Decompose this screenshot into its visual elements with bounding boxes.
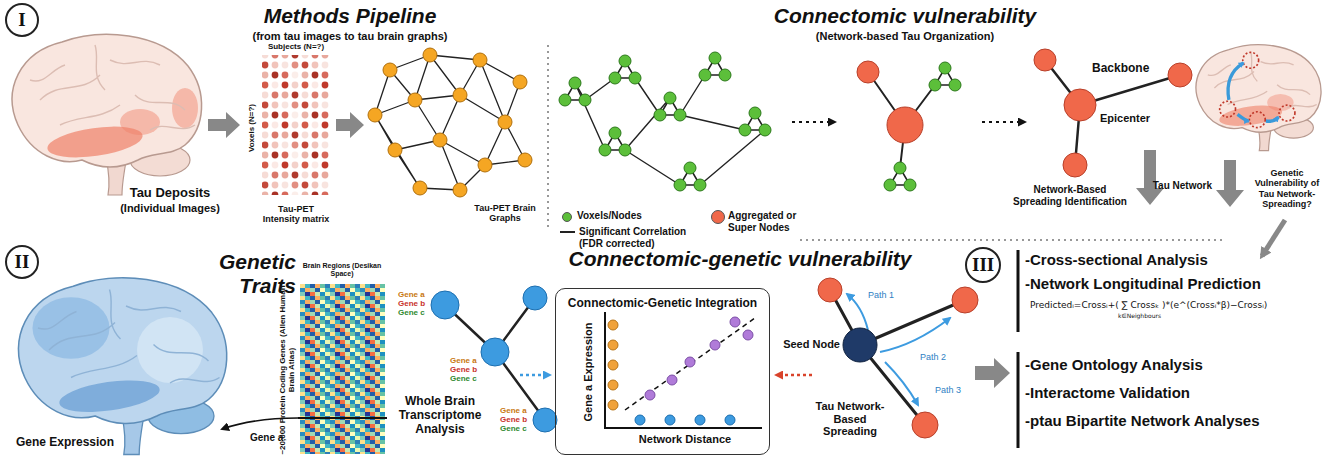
legend-swatch bbox=[562, 212, 572, 222]
text-label: Gene a bbox=[450, 356, 477, 365]
text-label: Gene a bbox=[398, 290, 425, 299]
text-label: Tau Network bbox=[1153, 180, 1212, 192]
text-label: Tau Network-Based Spreading bbox=[806, 400, 894, 438]
text-label: Gene c bbox=[398, 308, 425, 317]
text-label: Brain Regions (Desikan Space) bbox=[295, 262, 390, 278]
badge-numeral: III bbox=[972, 254, 994, 276]
text-label: Tau-PET Brain Graphs bbox=[474, 203, 536, 224]
badge-numeral: II bbox=[15, 251, 30, 273]
section-badge: II bbox=[5, 245, 39, 279]
text-label: -ptau Bipartite Network Analyses bbox=[1025, 412, 1260, 429]
text-label: Gene b bbox=[450, 365, 477, 374]
badge-numeral: I bbox=[18, 9, 25, 31]
text-label: (from tau images to tau brain graphs) bbox=[253, 30, 448, 43]
text-label: Genetic Vulnerability of Tau Network-Spr… bbox=[1248, 168, 1326, 209]
legend-text: Voxels/Nodes bbox=[577, 210, 642, 222]
text-label: Path 1 bbox=[868, 290, 894, 300]
legend-text: Significant Correlation (FDR corrected) bbox=[579, 226, 709, 249]
text-label: -Interactome Validation bbox=[1025, 384, 1190, 401]
text-label: Gene b bbox=[398, 299, 425, 308]
axis-label: Voxels (N=?) bbox=[247, 104, 256, 152]
text-label: Methods Pipeline bbox=[264, 4, 437, 28]
text-label: Gene b bbox=[500, 415, 527, 424]
text-label: -Cross-sectional Analysis bbox=[1025, 251, 1208, 268]
text-label: Backbone bbox=[1092, 62, 1149, 76]
text-label: Subjects (N=?) bbox=[268, 42, 324, 51]
section-badge: I bbox=[5, 3, 39, 37]
text-label: Network Distance bbox=[639, 433, 731, 446]
text-label: Gene c bbox=[500, 424, 527, 433]
text-label: Epicenter bbox=[1100, 112, 1150, 125]
text-label: Tau Deposits bbox=[130, 186, 211, 201]
text-label: Gene a bbox=[500, 406, 527, 415]
axis-label: ~20,000 Protein Coding Genes (Allen Huma… bbox=[278, 283, 296, 458]
text-label: Seed Node bbox=[783, 338, 840, 351]
text-label: Path 2 bbox=[920, 352, 946, 362]
text-label: (Individual Images) bbox=[120, 202, 220, 215]
legend-swatch bbox=[711, 210, 725, 224]
legend-text: Aggregated or Super Nodes bbox=[728, 210, 798, 233]
text-label: Tau-PET Intensity matrix bbox=[259, 204, 334, 225]
axis-label: Gene a Expression bbox=[582, 322, 595, 421]
text-label: (Network-based Tau Organization) bbox=[816, 30, 994, 43]
text-label: Connectomic-genetic vulnerability bbox=[568, 247, 911, 271]
text-label: Network-Based Spreading Identification bbox=[1011, 184, 1129, 207]
box-title: Connectomic-Genetic Integration bbox=[568, 296, 757, 310]
text-label: Path 3 bbox=[935, 385, 961, 395]
text-label: Gene a bbox=[250, 432, 283, 444]
section-badge: III bbox=[965, 247, 1001, 283]
text-label: -Gene Ontology Analysis bbox=[1025, 356, 1203, 373]
text-label: Gene Expression bbox=[16, 436, 114, 450]
text-label: Predictedᵢ=Crossᵢ+( ∑ Crossₖ )*(e^(Cross… bbox=[1030, 300, 1267, 310]
text-label: k∈Neighbours bbox=[1118, 313, 1161, 320]
text-label: -Network Longitudinal Prediction bbox=[1025, 275, 1261, 292]
text-label: Gene c bbox=[450, 374, 477, 383]
legend-line-sample bbox=[560, 231, 575, 233]
text-label: Whole Brain Transcriptome Analysis bbox=[391, 395, 489, 436]
text-label: Connectomic vulnerability bbox=[774, 4, 1037, 28]
